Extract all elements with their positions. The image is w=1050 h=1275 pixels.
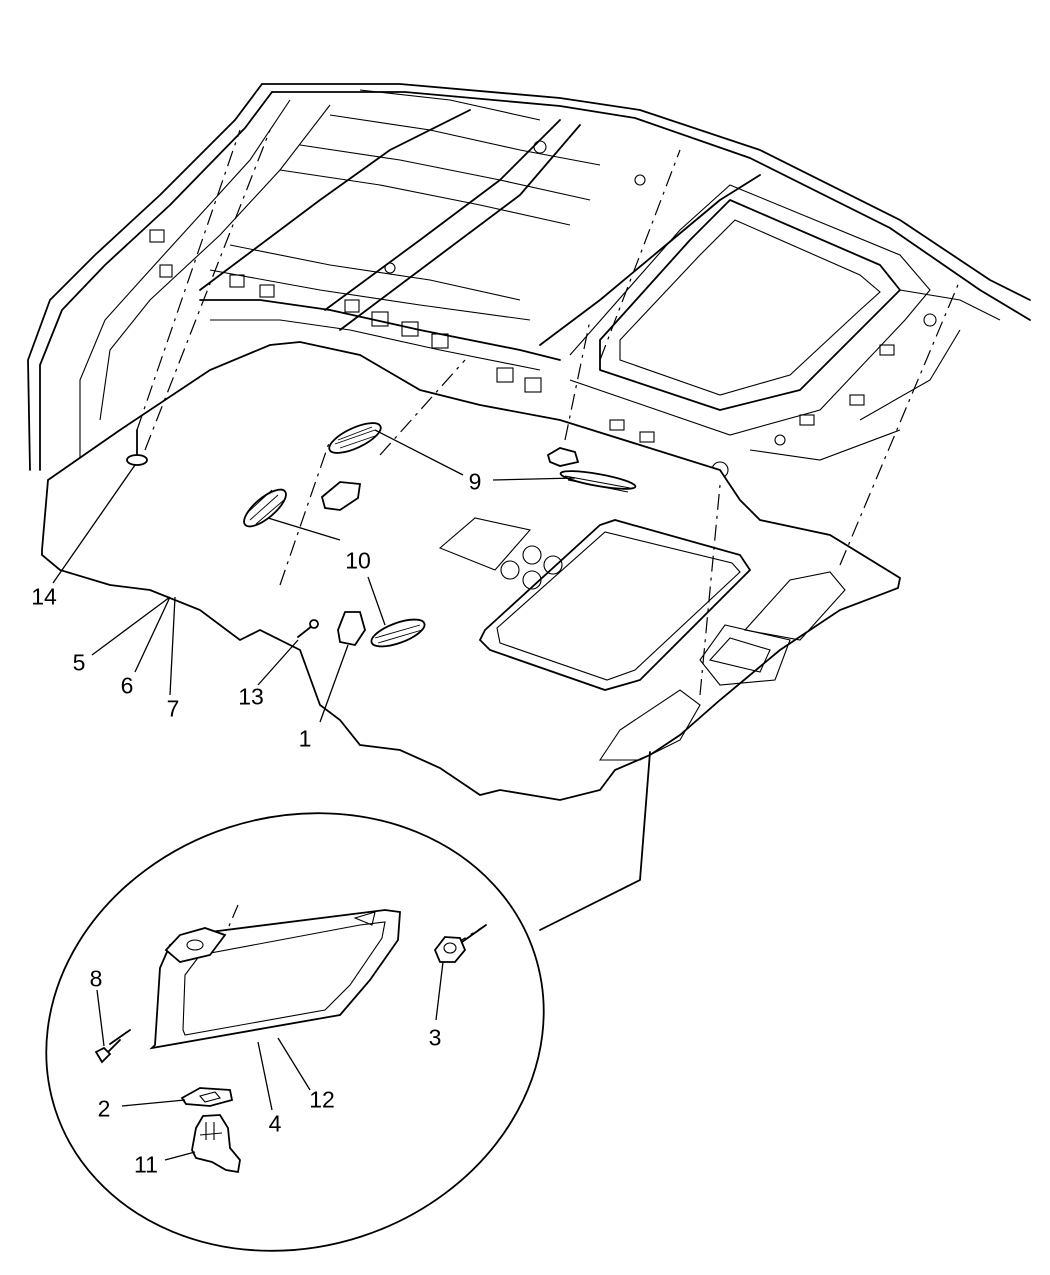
leader-lines: [52, 429, 576, 1161]
callout-11: 11: [134, 1151, 158, 1178]
callout-12: 12: [309, 1086, 335, 1113]
callout-8: 8: [89, 965, 103, 992]
callout-9: 9: [468, 468, 482, 495]
callout-3: 3: [428, 1024, 442, 1051]
roof-body-structure: [27, 83, 1031, 479]
headliner-panel: [41, 341, 902, 801]
callout-14: 14: [31, 583, 57, 610]
callout-5: 5: [72, 649, 86, 676]
callout-2: 2: [97, 1095, 111, 1122]
callout-10: 10: [345, 547, 371, 574]
callout-4: 4: [268, 1110, 282, 1137]
callout-6: 6: [120, 672, 134, 699]
detail-view: [45, 751, 651, 1252]
callout-13: 13: [238, 683, 264, 710]
callout-1: 1: [298, 725, 312, 752]
callout-7: 7: [166, 695, 180, 722]
